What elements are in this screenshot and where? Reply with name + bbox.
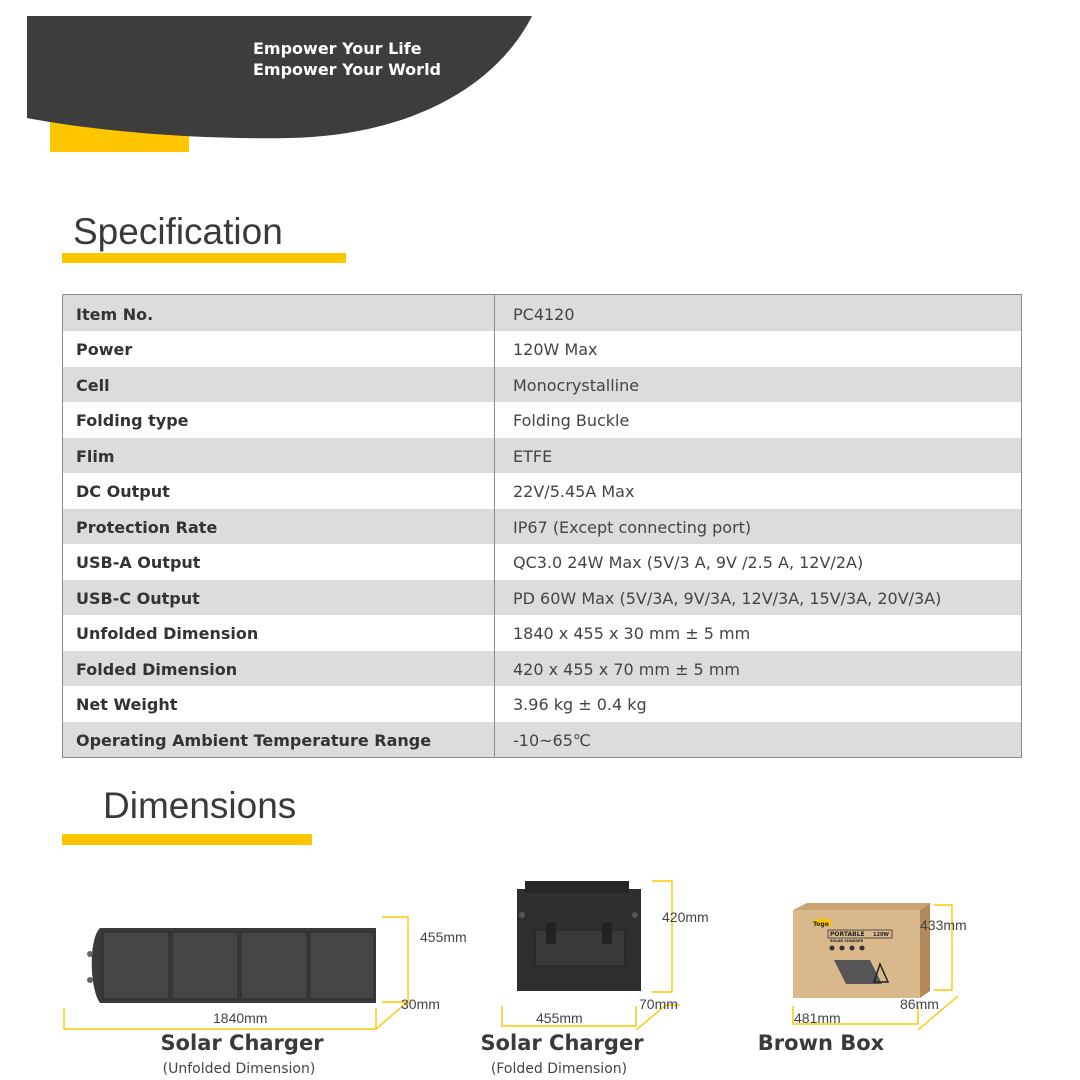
spec-table: Item No. PC4120 Power 120W Max Cell Mono… [62,294,1022,758]
unfolded-caption: Solar Charger [160,1031,324,1055]
table-row: Flim ETFE [63,437,1021,473]
spec-label: Unfolded Dimension [76,624,259,644]
header-banner [0,0,540,140]
table-row: Protection Rate IP67 (Except connecting … [63,508,1021,544]
spec-value: ETFE [494,437,1021,473]
unfolded-depth-label: 30mm [401,996,440,1012]
table-row: Unfolded Dimension 1840 x 455 x 30 mm ± … [63,615,1021,651]
spec-label: USB-C Output [76,588,200,608]
dimension-diagrams: Togo PORTABLE SOLAR CHARGER 120W [63,880,959,1031]
box-label-sub: SOLAR CHARGER [830,939,864,943]
table-row: USB-A Output QC3.0 24W Max (5V/3 A, 9V /… [63,544,1021,580]
table-row: USB-C Output PD 60W Max (5V/3A, 9V/3A, 1… [63,579,1021,615]
spec-label: Power [76,340,133,360]
spec-label: Net Weight [76,695,178,715]
folded-subcaption: (Folded Dimension) [490,1061,628,1077]
folded-width-label: 455mm [536,1010,583,1026]
dimensions-title: Dimensions [103,785,297,826]
unfolded-solar-panel-image [87,928,376,1003]
spec-value: 3.96 kg ± 0.4 kg [494,686,1021,722]
brown-box-image [793,903,930,998]
tagline-line-2: Empower Your World [253,60,441,79]
spec-label: Folded Dimension [76,659,238,679]
table-row: Folding type Folding Buckle [63,402,1021,438]
spec-value: 22V/5.45A Max [494,473,1021,509]
spec-label: Operating Ambient Temperature Range [76,730,432,750]
dimensions-title-underline [62,834,312,845]
spec-label: Protection Rate [76,517,218,537]
spec-value: 420 x 455 x 70 mm ± 5 mm [494,650,1021,686]
box-caption: Brown Box [757,1031,885,1055]
spec-label: Item No. [76,304,154,324]
specification-title-underline [62,253,346,263]
unfolded-width-label: 1840mm [213,1010,268,1026]
unfolded-dimension-lines [63,916,410,1030]
folded-dimension-lines [501,880,680,1031]
table-row: DC Output 22V/5.45A Max [63,473,1021,509]
spec-value: IP67 (Except connecting port) [494,508,1021,544]
box-width-label: 481mm [794,1010,841,1026]
spec-value: -10~65℃ [494,721,1021,757]
box-dimension-lines [792,904,959,1031]
specification-title: Specification [73,211,283,252]
spec-value: Monocrystalline [494,366,1021,402]
unfolded-subcaption: (Unfolded Dimension) [162,1061,316,1077]
box-label-title: PORTABLE [830,931,865,938]
box-brand-text: Togo [813,921,829,928]
tagline-line-1: Empower Your Life [253,39,422,58]
table-row: Net Weight 3.96 kg ± 0.4 kg [63,686,1021,722]
folded-height-label: 420mm [662,909,709,925]
table-row: Item No. PC4120 [63,295,1021,331]
folded-solar-panel-image [517,881,641,991]
spec-label: Cell [76,375,110,395]
spec-label: Flim [76,446,115,466]
spec-label: Folding type [76,411,189,431]
spec-value: PD 60W Max (5V/3A, 9V/3A, 12V/3A, 15V/3A… [494,579,1021,615]
table-row: Cell Monocrystalline [63,366,1021,402]
box-depth-label: 86mm [900,996,939,1012]
unfolded-height-label: 455mm [420,929,467,945]
spec-value: 120W Max [494,331,1021,367]
table-row: Folded Dimension 420 x 455 x 70 mm ± 5 m… [63,650,1021,686]
spec-value: Folding Buckle [494,402,1021,438]
folded-caption: Solar Charger [480,1031,644,1055]
box-label-power: 120W [873,932,889,938]
spec-label: DC Output [76,482,170,502]
table-row: Operating Ambient Temperature Range -10~… [63,721,1021,757]
header-tagline: Empower Your Life Empower Your World [253,38,441,80]
folded-depth-label: 70mm [639,996,678,1012]
spec-value: PC4120 [494,295,1021,331]
box-height-label: 433mm [920,917,967,933]
spec-value: QC3.0 24W Max (5V/3 A, 9V /2.5 A, 12V/2A… [494,544,1021,580]
spec-value: 1840 x 455 x 30 mm ± 5 mm [494,615,1021,651]
table-row: Power 120W Max [63,331,1021,367]
spec-label: USB-A Output [76,553,201,573]
